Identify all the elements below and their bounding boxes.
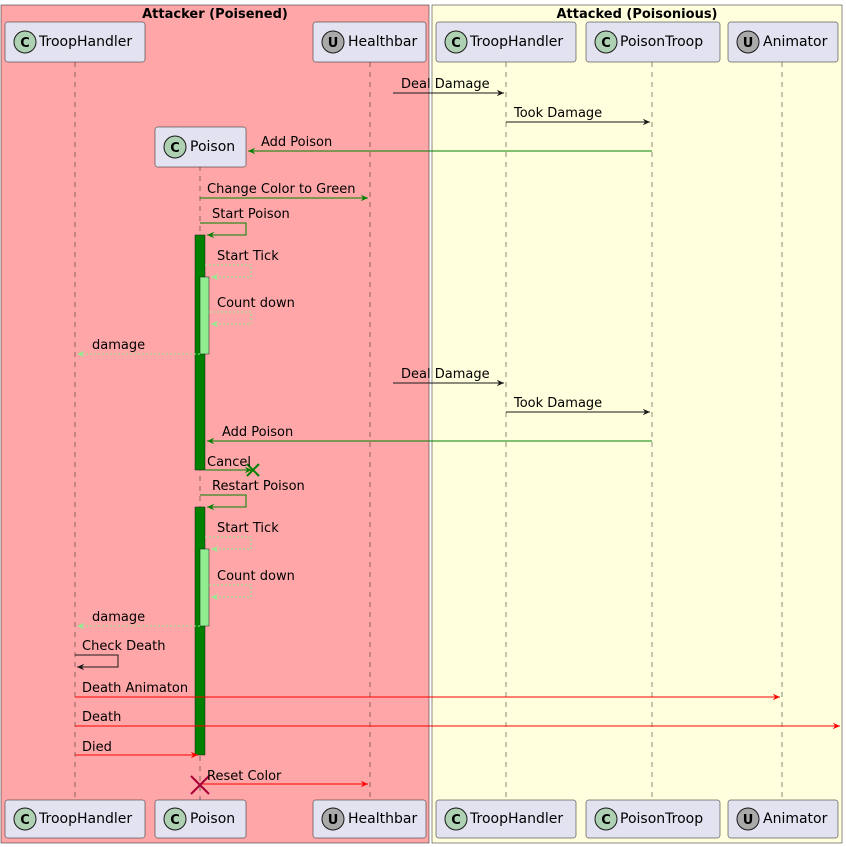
msg-start-tick-2: Start Tick bbox=[217, 521, 279, 536]
participant-label: Healthbar bbox=[348, 34, 417, 50]
arrow-count-down-1 bbox=[209, 311, 252, 328]
activation-tick-1 bbox=[199, 276, 210, 355]
participant-anim-top: U Animator bbox=[727, 21, 839, 63]
participant-label: TroopHandler bbox=[469, 811, 563, 827]
msg-restart-poison: Restart Poison bbox=[212, 479, 305, 494]
svg-text:U: U bbox=[743, 813, 754, 828]
participant-poison-created: C Poison bbox=[154, 126, 247, 168]
participant-label: TroopHandler bbox=[469, 34, 563, 50]
participant-label: Healthbar bbox=[348, 811, 417, 827]
msg-damage-1: damage bbox=[92, 338, 145, 353]
participant-pt-top: C PoisonTroop bbox=[585, 21, 721, 63]
class-icon bbox=[13, 807, 37, 831]
participant-label: Animator bbox=[763, 811, 828, 827]
class-icon bbox=[13, 30, 37, 54]
class-icon bbox=[594, 807, 618, 831]
msg-check-death: Check Death bbox=[82, 639, 165, 654]
msg-count-down-2: Count down bbox=[217, 569, 295, 584]
msg-death: Death bbox=[82, 710, 121, 725]
arrow-start-poison bbox=[200, 222, 247, 239]
svg-text:C: C bbox=[451, 36, 461, 51]
svg-text:U: U bbox=[743, 36, 754, 51]
class-icon bbox=[594, 30, 618, 54]
participant-poison-bottom: C Poison bbox=[154, 799, 247, 839]
participant-th1-bottom: C TroopHandler bbox=[4, 799, 146, 839]
svg-text:C: C bbox=[170, 141, 180, 156]
msg-add-poison-2: Add Poison bbox=[222, 425, 293, 440]
msg-deal-damage-1: Deal Damage bbox=[401, 77, 490, 92]
arrow-check-death bbox=[75, 654, 119, 671]
msg-took-damage-2: Took Damage bbox=[513, 396, 602, 411]
attacker-box-title: Attacker (Poisened) bbox=[142, 7, 288, 22]
msg-took-damage-1: Took Damage bbox=[513, 106, 602, 121]
messages: Deal Damage Took Damage Add Poison Chang… bbox=[75, 77, 840, 795]
participant-label: TroopHandler bbox=[38, 34, 132, 50]
participant-anim-bottom: U Animator bbox=[727, 799, 839, 839]
msg-change-color: Change Color to Green bbox=[207, 182, 356, 197]
msg-cancel: Cancel bbox=[207, 455, 251, 470]
interface-icon bbox=[321, 30, 345, 54]
participant-label: Poison bbox=[190, 811, 235, 827]
class-icon bbox=[444, 807, 468, 831]
msg-count-down-1: Count down bbox=[217, 296, 295, 311]
arrow-start-tick-1 bbox=[205, 264, 252, 281]
msg-death-animation: Death Animaton bbox=[82, 681, 188, 696]
svg-text:C: C bbox=[170, 813, 180, 828]
arrow-count-down-2 bbox=[209, 584, 252, 601]
msg-deal-damage-2: Deal Damage bbox=[401, 367, 490, 382]
class-icon bbox=[163, 135, 187, 159]
activation-poison-2 bbox=[194, 506, 206, 756]
participant-hb-top: U Healthbar bbox=[312, 21, 427, 63]
participant-label: TroopHandler bbox=[38, 811, 132, 827]
svg-text:C: C bbox=[20, 36, 30, 51]
svg-text:U: U bbox=[328, 813, 339, 828]
svg-text:C: C bbox=[20, 813, 30, 828]
arrow-restart-poison bbox=[200, 494, 247, 511]
msg-damage-2: damage bbox=[92, 610, 145, 625]
participant-label: Animator bbox=[763, 34, 828, 50]
interface-icon bbox=[736, 807, 760, 831]
class-icon bbox=[163, 807, 187, 831]
msg-add-poison-1: Add Poison bbox=[261, 135, 332, 150]
activation-tick-2 bbox=[199, 548, 210, 627]
msg-start-poison: Start Poison bbox=[212, 207, 290, 222]
arrow-start-tick-2 bbox=[205, 536, 252, 553]
msg-reset-color: Reset Color bbox=[207, 769, 282, 784]
participant-pt-bottom: C PoisonTroop bbox=[585, 799, 721, 839]
attacked-box-title: Attacked (Poisonious) bbox=[556, 7, 717, 22]
participant-label: PoisonTroop bbox=[620, 811, 703, 827]
class-icon bbox=[444, 30, 468, 54]
svg-text:C: C bbox=[451, 813, 461, 828]
svg-text:C: C bbox=[601, 813, 611, 828]
svg-text:U: U bbox=[328, 36, 339, 51]
participant-label: PoisonTroop bbox=[620, 34, 703, 50]
msg-died: Died bbox=[82, 740, 112, 755]
lifelines bbox=[74, 62, 783, 800]
participant-th1-top: C TroopHandler bbox=[4, 21, 146, 63]
participant-th2-top: C TroopHandler bbox=[435, 21, 577, 63]
interface-icon bbox=[736, 30, 760, 54]
participant-label: Poison bbox=[190, 139, 235, 155]
interface-icon bbox=[321, 807, 345, 831]
participant-th2-bottom: C TroopHandler bbox=[435, 799, 577, 839]
attacked-box bbox=[431, 4, 843, 844]
participant-hb-bottom: U Healthbar bbox=[312, 799, 427, 839]
poison-destroy-icon bbox=[190, 775, 210, 795]
msg-start-tick-1: Start Tick bbox=[217, 249, 279, 264]
svg-text:C: C bbox=[601, 36, 611, 51]
cancel-destroy-icon bbox=[246, 463, 260, 477]
